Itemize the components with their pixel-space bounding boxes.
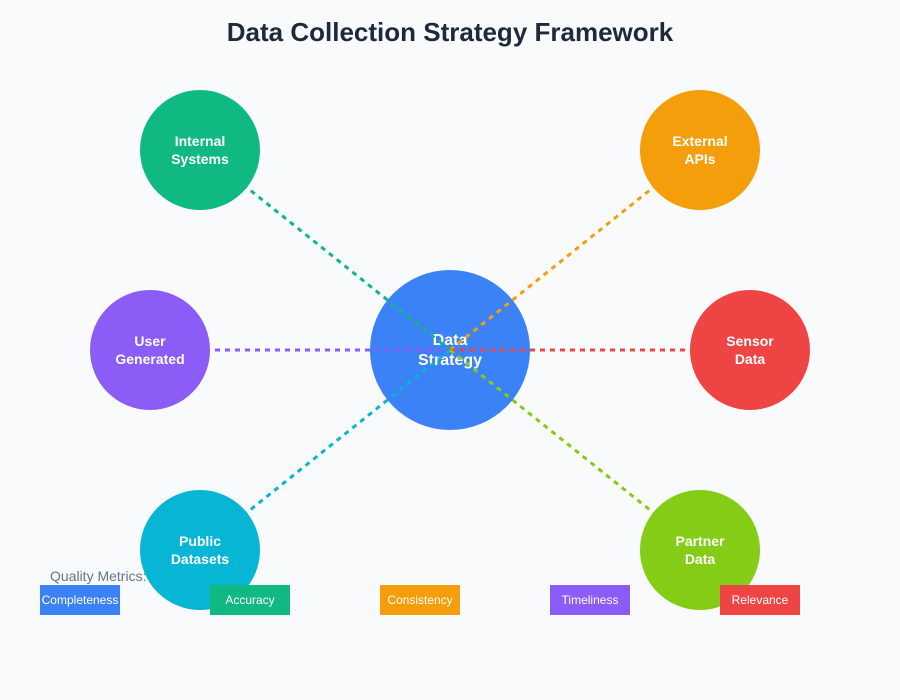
legend-item-label: Consistency: [387, 593, 452, 607]
partner-data-label-line1: Partner: [675, 533, 725, 549]
legend-item-label: Timeliness: [562, 593, 619, 607]
public-datasets-connector: [199, 348, 451, 552]
external-apis-node-circle: [640, 90, 760, 210]
public-datasets-node-circle: [140, 490, 260, 610]
page-title: Data Collection Strategy Framework: [227, 17, 674, 47]
partner-data-node-circle: [640, 490, 760, 610]
legend-label: Quality Metrics:: [50, 568, 146, 584]
legend-swatch-completeness: [40, 585, 120, 615]
legend-item-label: Relevance: [732, 593, 789, 607]
legend-swatch-relevance: [720, 585, 800, 615]
user-generated-label-line1: User: [134, 333, 166, 349]
external-apis-label-line1: External: [672, 133, 727, 149]
sensor-data-label-line2: Data: [735, 351, 766, 367]
internal-systems-node-circle: [140, 90, 260, 210]
legend-item-label: Completeness: [42, 593, 119, 607]
external-apis-label-line2: APIs: [684, 151, 715, 167]
user-generated-node-circle: [90, 290, 210, 410]
public-datasets-label-line2: Datasets: [171, 551, 230, 567]
sensor-data-label-line1: Sensor: [726, 333, 774, 349]
user-generated-label-line2: Generated: [115, 351, 184, 367]
internal-systems-connector: [199, 148, 451, 352]
legend-swatch-timeliness: [550, 585, 630, 615]
internal-systems-label-line1: Internal: [175, 133, 226, 149]
partner-data-label-line2: Data: [685, 551, 716, 567]
center-node-label-line1: Data: [433, 332, 468, 349]
legend-swatch-consistency: [380, 585, 460, 615]
internal-systems-label-line2: Systems: [171, 151, 229, 167]
legend-swatch-accuracy: [210, 585, 290, 615]
center-node-label-line2: Strategy: [418, 352, 482, 369]
sensor-data-node-circle: [690, 290, 810, 410]
external-apis-connector: [449, 148, 701, 352]
legend-item-label: Accuracy: [225, 593, 274, 607]
public-datasets-label-line1: Public: [179, 533, 221, 549]
partner-data-connector: [449, 348, 701, 552]
